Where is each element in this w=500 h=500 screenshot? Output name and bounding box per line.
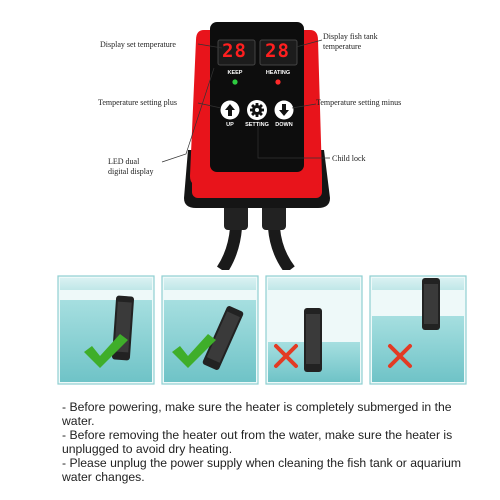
- setting-button-label[interactable]: SETTING: [245, 122, 269, 128]
- check-icon: [172, 334, 216, 368]
- tank-2: [161, 275, 259, 385]
- note-3: - Please unplug the power supply when cl…: [62, 456, 462, 484]
- callout-temperature-plus: Temperature setting plus: [98, 98, 177, 107]
- cross-icon: [274, 344, 298, 368]
- note-2: - Before removing the heater out from th…: [62, 428, 453, 456]
- callout-temperature-minus: Temperature setting minus: [316, 98, 402, 107]
- callout-led-1: LED dual: [108, 157, 140, 166]
- usage-notes: - Before powering, make sure the heater …: [62, 400, 482, 484]
- cross-icon: [388, 344, 412, 368]
- set-temperature-display: [217, 39, 256, 66]
- tank-temperature-display: [259, 39, 298, 66]
- keep-label: KEEP: [227, 70, 243, 76]
- controller-illustration: [161, 22, 330, 270]
- callout-tank-temperature-1: Display fish tank: [323, 32, 378, 41]
- tank-1: [57, 275, 155, 385]
- heating-indicator-dot: [275, 79, 281, 85]
- leader-lines: [161, 39, 330, 163]
- tank-examples: [57, 275, 467, 385]
- gear-icon: [250, 103, 264, 117]
- tank-3: [265, 275, 363, 385]
- up-button-label[interactable]: UP: [226, 122, 234, 128]
- keep-indicator-dot: [232, 79, 238, 85]
- heating-label: HEATING: [265, 70, 291, 76]
- note-1: - Before powering, make sure the heater …: [62, 400, 452, 428]
- check-icon: [84, 334, 128, 368]
- down-button-label[interactable]: DOWN: [275, 122, 293, 128]
- callout-tank-temperature-2: temperature: [323, 42, 362, 51]
- power-cable-right: [268, 227, 295, 270]
- callout-led-2: digital display: [108, 167, 154, 176]
- callout-set-temperature: Display set temperature: [100, 40, 176, 49]
- tank-temperature-readout: 28: [265, 40, 290, 62]
- tank-4: [369, 275, 467, 385]
- set-temperature-readout: 28: [222, 40, 247, 62]
- up-arrow-icon: [225, 104, 235, 116]
- callout-child-lock: Child lock: [332, 154, 366, 163]
- down-arrow-icon: [279, 104, 289, 116]
- power-cable-left: [216, 227, 242, 270]
